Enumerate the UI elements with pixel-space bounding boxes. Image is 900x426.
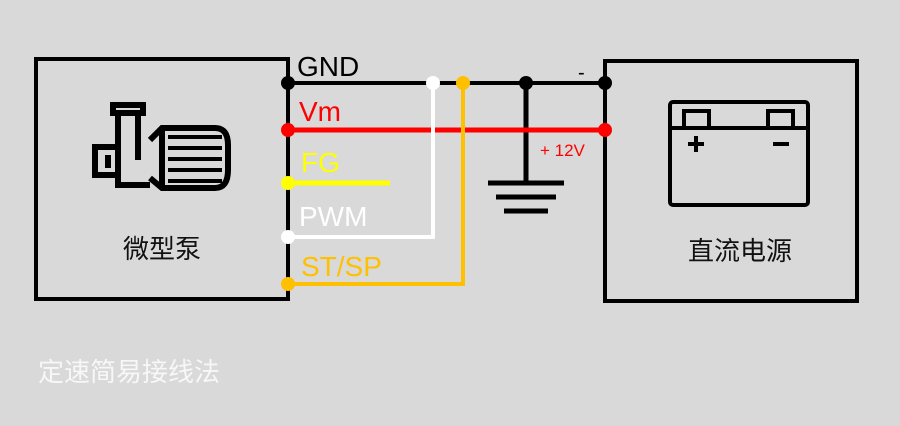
power-block — [603, 59, 859, 303]
vm-label: Vm — [299, 96, 341, 127]
stsp-gnd-junction — [456, 76, 470, 90]
fg-pump-terminal — [281, 176, 295, 190]
stsp-label: ST/SP — [301, 251, 382, 282]
fg-label: FG — [301, 147, 340, 178]
negative-annotation: - — [578, 62, 585, 84]
pwm-label: PWM — [299, 201, 367, 232]
battery-icon — [668, 100, 810, 207]
ground-junction — [519, 76, 533, 90]
vm-pump-terminal — [281, 123, 295, 137]
stsp-pump-terminal — [281, 277, 295, 291]
ground-symbol-icon — [488, 83, 564, 214]
gnd-label: GND — [297, 51, 359, 82]
vm-power-terminal — [598, 123, 612, 137]
pwm-wire — [288, 83, 435, 239]
stsp-wire — [288, 83, 465, 286]
voltage-annotation: + 12V — [540, 141, 586, 160]
gnd-power-terminal — [598, 76, 612, 90]
power-label: 直流电源 — [688, 237, 792, 267]
pump-label: 微型泵 — [123, 235, 201, 265]
gnd-pump-terminal — [281, 76, 295, 90]
pwm-gnd-junction — [426, 76, 440, 90]
pwm-pump-terminal — [281, 230, 295, 244]
pump-motor-icon — [92, 102, 231, 191]
caption: 定速简易接线法 — [38, 358, 221, 388]
